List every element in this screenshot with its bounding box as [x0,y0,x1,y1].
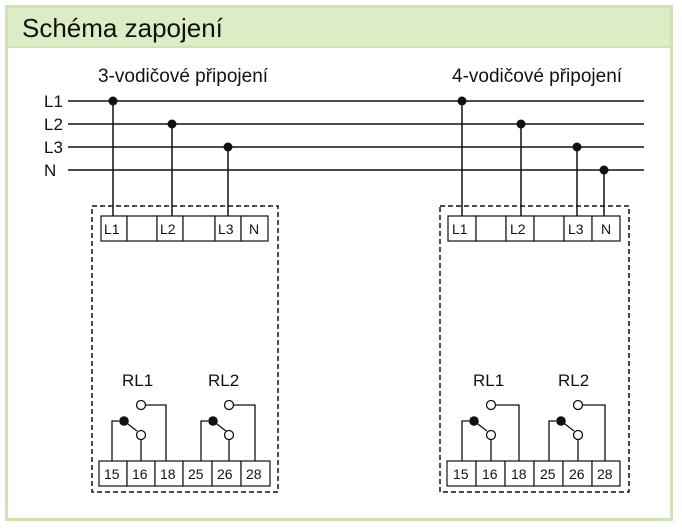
line-label-l1: L1 [44,92,63,111]
left-terminal-16: 16 [132,466,148,482]
left-terminal-26: 26 [217,466,233,482]
right-terminal-16: 16 [482,466,498,482]
left-relay-label-rl2: RL2 [208,371,239,390]
left-terminal-n: N [249,221,259,237]
junction-dot [599,165,609,175]
right-terminal-n: N [601,221,611,237]
left-device-outline [91,205,279,493]
left-terminal-28: 28 [246,466,262,482]
right-diagram-heading: 4-vodičové připojení [452,66,623,87]
right-device-outline [439,205,630,493]
left-terminal-15: 15 [104,466,120,482]
right-terminal-15: 15 [453,466,469,482]
right-relay-rl2 [548,399,606,461]
junction-dot [457,96,467,106]
right-terminal-28: 28 [597,466,613,482]
left-terminal-l3: L3 [218,221,234,237]
right-terminal-18: 18 [511,466,527,482]
right-terminal-l2: L2 [510,221,526,237]
junction-dot [108,96,118,106]
line-label-l2: L2 [44,115,63,134]
left-terminal-l1: L1 [104,221,120,237]
left-relay-rl2 [200,399,256,461]
junction-dot [572,142,582,152]
left-relay-label-rl1: RL1 [122,371,153,390]
left-device: L1 L2 L3 N RL1 RL2 [91,96,279,493]
junction-dot [223,142,233,152]
right-relay-label-rl2: RL2 [558,371,589,390]
junction-dot [516,119,526,129]
right-terminal-26: 26 [569,466,585,482]
right-device: L1 L2 L3 N RL1 RL2 [439,96,630,493]
schema-frame: Schéma zapojení [5,5,673,521]
relay-common-dot [556,416,566,426]
left-terminal-18: 18 [160,466,176,482]
left-relay-rl1 [111,399,167,461]
relay-common-dot [119,416,129,426]
right-relay-label-rl1: RL1 [473,371,504,390]
line-label-l3: L3 [44,138,63,157]
relay-common-dot [208,416,218,426]
junction-dot [167,119,177,129]
right-terminal-l1: L1 [452,221,468,237]
relay-common-dot [469,416,479,426]
left-terminal-25: 25 [188,466,204,482]
page-title: Schéma zapojení [22,13,223,43]
left-diagram-heading: 3-vodičové připojení [98,66,269,87]
left-terminal-l2: L2 [160,221,176,237]
right-terminal-25: 25 [540,466,556,482]
title-bar: Schéma zapojení [8,8,670,48]
line-label-n: N [44,161,56,180]
right-terminal-l3: L3 [568,221,584,237]
right-relay-rl1 [461,399,520,461]
